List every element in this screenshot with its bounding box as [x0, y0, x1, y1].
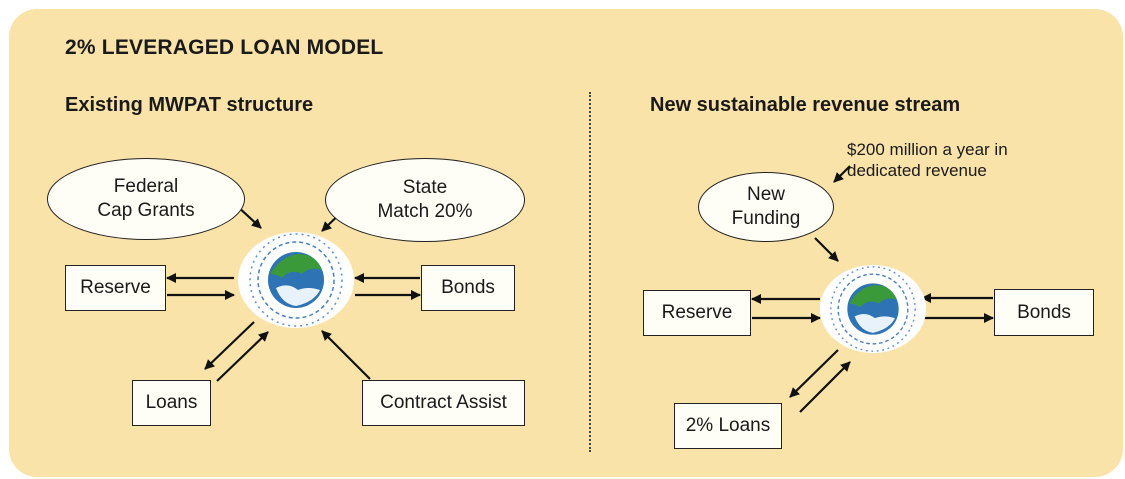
- bonds-box-right: Bonds: [994, 289, 1094, 336]
- new-funding-line1: New: [746, 184, 785, 205]
- arrow-hub-to-2loans: [789, 349, 839, 398]
- new-funding-line2: Funding: [731, 208, 801, 229]
- arrow-contract-to-hub: [321, 330, 371, 380]
- arrow-hub-to-loans: [204, 321, 255, 370]
- left-heading: Existing MWPAT structure: [65, 94, 314, 116]
- mwpat-logo-right: [819, 265, 927, 353]
- state-line1: State: [402, 177, 448, 198]
- arrow-note-to-newfunding: [833, 165, 851, 183]
- right-heading: New sustainable revenue stream: [650, 94, 961, 116]
- reserve-box-right: Reserve: [643, 290, 751, 336]
- mwpat-logo: [238, 232, 354, 328]
- revenue-note-line1: $200 million a year in: [847, 140, 1008, 159]
- reserve-box: Reserve: [65, 265, 166, 311]
- diagram-title: 2% LEVERAGED LOAN MODEL: [65, 36, 384, 59]
- loans-box: Loans: [132, 380, 211, 426]
- revenue-note: $200 million a year in dedicated revenue: [847, 139, 1008, 181]
- bonds-box: Bonds: [421, 265, 515, 311]
- two-percent-loans-box: 2% Loans: [674, 403, 782, 449]
- contract-assist-box: Contract Assist: [362, 380, 525, 426]
- section-divider: [589, 92, 591, 452]
- arrow-2loans-to-hub: [799, 361, 851, 413]
- revenue-note-line2: dedicated revenue: [847, 161, 987, 180]
- federal-line2: Cap Grants: [97, 200, 195, 221]
- state-line2: Match 20%: [377, 201, 473, 222]
- arrow-newfunding-to-hub: [814, 237, 839, 262]
- federal-line1: Federal: [113, 176, 179, 197]
- arrow-loans-to-hub: [216, 331, 269, 382]
